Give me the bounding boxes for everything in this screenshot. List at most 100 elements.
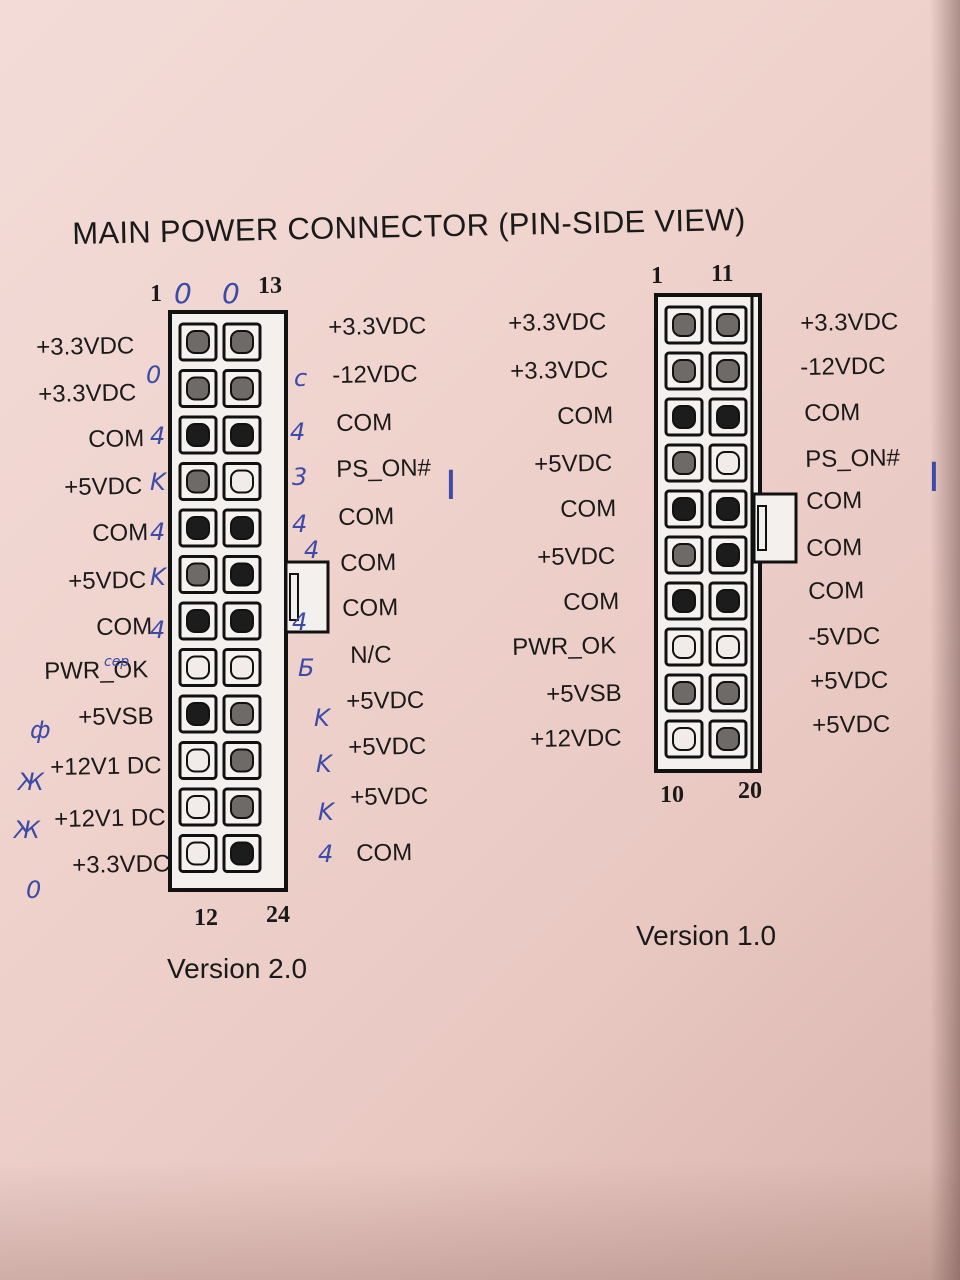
v2-pin [230,330,254,354]
v1-left-label-5: COM [559,495,617,523]
v2-pin [230,702,254,726]
v1-left-label-4: +5VDC [533,449,613,478]
v2-pin [230,376,254,401]
v2-right-label-9: +5VDC [345,686,425,715]
v2-hand-mark-left-6: 4 [150,616,166,644]
v2-pin [230,795,254,819]
v2-hand-mark-top-2: 0 [222,277,240,310]
v2-pin [186,748,210,773]
v1-left-label-10: +12VDC [529,724,622,753]
v2-pin [230,609,254,633]
v2-pin [230,562,254,587]
v2-hand-mark-right-1: c [294,364,308,392]
v1-pin [716,635,740,659]
v2-right-label-8: N/C [349,641,392,669]
v2-left-label-5: COM [91,519,149,547]
v1-right-label-6: COM [805,534,863,562]
v2-hand-mark-right-3: 3 [292,463,308,491]
v2-hand-mark-right-5: 4 [304,536,320,564]
v1-right-label-5: COM [805,487,863,515]
v2-pin [186,376,210,401]
v1-right-label-8: -5VDC [807,622,881,651]
v2-left-label-1: +3.3VDC [35,332,135,361]
v2-left-label-4: +5VDC [63,472,143,501]
v2-pin [186,795,210,819]
v2-hand-mark-top-1: 0 [174,277,192,310]
v1-pin [716,451,740,475]
v2-right-label-5: COM [337,503,395,531]
v1-version-label: Version 1.0 [636,920,777,951]
v2-pin [230,841,254,866]
v1-pin [672,359,696,383]
v2-left-label-10: +12V1 DC [49,752,162,781]
v2-hand-mark-right-6: 4 [292,608,308,636]
v2-hand-mark-right-10: K [318,798,334,826]
v1-pin [672,543,696,567]
v1-pin-11-number: 11 [711,261,734,287]
v2-pin [230,748,254,773]
v2-hand-mark-ps-on: I [445,463,457,509]
v2-right-label-3: COM [335,409,393,437]
v2-pin [186,516,210,540]
v2-right-label-6: COM [339,549,397,577]
v2-pin [186,609,210,633]
v2-hand-mark-left-5: K [150,563,166,591]
v1-latch-inner [757,505,767,551]
v1-pin [716,359,740,383]
v2-version-label: Version 2.0 [167,953,308,984]
v2-pin [186,562,210,587]
v1-pin [672,589,696,613]
v1-pin-10-number: 10 [660,782,684,808]
v1-right-label-2: -12VDC [799,352,886,381]
v1-left-label-3: COM [556,402,614,430]
v1-pin [672,497,696,521]
v2-pin [186,841,210,866]
v1-pin [716,727,740,751]
v2-left-label-7: COM [95,613,153,641]
v2-hand-mark-right-2: 4 [290,418,306,446]
v1-pin [716,589,740,613]
v2-left-label-9: +5VSB [77,702,154,731]
v1-right-label-1: +3.3VDC [799,308,899,337]
v1-pin-1-number: 1 [651,263,663,289]
v1-left-label-1: +3.3VDC [507,308,607,337]
v2-pin [186,469,210,494]
v2-left-label-6: +5VDC [67,566,147,595]
v2-left-label-8: PWR_OK [43,656,149,685]
v1-latch [752,492,798,564]
v1-pin [672,313,696,337]
v1-pin [672,635,696,659]
v1-pin [716,543,740,567]
v2-pin [230,516,254,540]
v2-right-label-4: PS_ON# [335,454,432,483]
v2-hand-mark-right-9: K [316,750,332,778]
v2-pin [230,655,254,680]
v1-left-label-2: +3.3VDC [509,356,609,385]
v1-pin [716,405,740,429]
v1-left-label-7: COM [562,588,620,616]
v1-pin [672,727,696,751]
v2-left-label-11: +12V1 DC [53,804,166,833]
v2-pin-24-number: 24 [266,902,290,928]
v1-pin [672,681,696,705]
v1-right-label-7: COM [807,577,865,605]
v2-right-label-7: COM [341,594,399,622]
v1-pin [672,405,696,429]
v2-hand-mark-left-1: 0 [146,361,162,389]
v2-right-label-10: +5VDC [347,732,427,761]
v2-pin [230,469,254,494]
v2-right-label-1: +3.3VDC [327,312,427,341]
v2-hand-mark-right-4: 4 [292,510,308,538]
v1-right-label-10: +5VDC [811,710,891,739]
v2-hand-mark-left-7: ф [30,716,51,744]
v2-pin [230,423,254,447]
v2-pin-1-number: 1 [150,281,162,307]
v2-hand-mark-left-4: 4 [150,518,166,546]
v1-pin [716,497,740,521]
v1-right-label-9: +5VDC [809,666,889,695]
v2-right-label-12: COM [355,839,413,867]
v2-left-label-12: +3.3VDC [71,850,171,879]
v2-right-label-11: +5VDC [349,782,429,811]
v2-hand-mark-right-8: K [314,704,330,732]
